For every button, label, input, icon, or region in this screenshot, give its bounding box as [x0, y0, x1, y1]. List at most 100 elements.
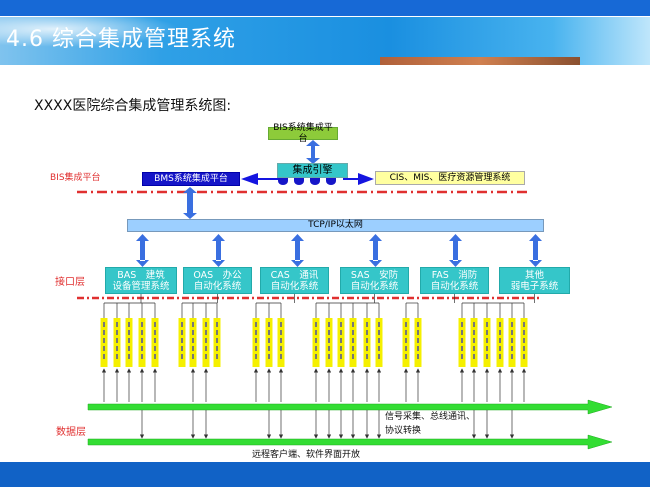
- strip-text: [473, 346, 475, 351]
- strip-text: [417, 322, 419, 327]
- bms-platform-box: BMS系统集成平台: [142, 172, 240, 186]
- strip-text: [405, 346, 407, 351]
- strip-text: [280, 330, 282, 335]
- strip-text: [328, 346, 330, 351]
- strip-text: [315, 346, 317, 351]
- strip-text: [141, 354, 143, 359]
- module-name: CAS 通讯: [270, 269, 319, 281]
- strip-text: [205, 330, 207, 335]
- strip-text: [511, 322, 513, 327]
- strip-text: [511, 330, 513, 335]
- strip-text: [473, 338, 475, 343]
- strip-text: [181, 346, 183, 351]
- strip-text: [280, 346, 282, 351]
- strip-text: [499, 338, 501, 343]
- header-banner: [0, 17, 650, 65]
- layer-label-data: 数据层: [56, 427, 86, 438]
- strip-text: [141, 338, 143, 343]
- diagram-title: XXXX医院综合集成管理系统图:: [34, 98, 232, 114]
- strip-text: [523, 322, 525, 327]
- strip-text: [205, 354, 207, 359]
- strip-text: [523, 338, 525, 343]
- bus-signal-label-1: 信号采集、总线通讯、: [385, 412, 476, 422]
- strip-text: [473, 354, 475, 359]
- strip-text: [280, 354, 282, 359]
- strip-text: [216, 354, 218, 359]
- strip-text: [405, 338, 407, 343]
- strip-text: [486, 322, 488, 327]
- module-desc: 自动化系统: [193, 280, 242, 292]
- strip-text: [181, 330, 183, 335]
- strip-text: [315, 322, 317, 327]
- arrow-to-external: [343, 173, 374, 185]
- strip-text: [352, 322, 354, 327]
- strip-text: [352, 330, 354, 335]
- strip-text: [255, 346, 257, 351]
- strip-text: [216, 322, 218, 327]
- bis-engine-arrow: [306, 140, 320, 164]
- strip-text: [315, 354, 317, 359]
- strip-text: [255, 330, 257, 335]
- strip-text: [205, 338, 207, 343]
- strip-text: [486, 346, 488, 351]
- strip-text: [405, 354, 407, 359]
- bis-platform-box: BIS系统集成平台: [268, 123, 338, 144]
- strip-text: [417, 346, 419, 351]
- strip-text: [141, 346, 143, 351]
- bottom-bar: [0, 462, 650, 487]
- module-name: BAS 建筑: [117, 269, 165, 281]
- strip-text: [511, 338, 513, 343]
- module-name: 其他: [524, 269, 544, 281]
- tcp-ip-network-bar: TCP/IP以太网: [127, 219, 544, 232]
- strip-text: [154, 322, 156, 327]
- strip-text: [315, 330, 317, 335]
- strip-text: [141, 330, 143, 335]
- strip-text: [511, 346, 513, 351]
- strip-text: [192, 338, 194, 343]
- top-bar: [0, 0, 650, 16]
- module-desc: 弱电子系统: [510, 280, 559, 292]
- strip-text: [486, 354, 488, 359]
- strip-text: [473, 330, 475, 335]
- module-network-arrow: [212, 234, 225, 267]
- module-network-arrow: [136, 234, 149, 267]
- layer-label-platform: BIS集成平台: [50, 173, 101, 183]
- strip-text: [154, 346, 156, 351]
- strip-text: [268, 330, 270, 335]
- strip-text: [366, 346, 368, 351]
- strip-text: [473, 322, 475, 327]
- strip-text: [268, 346, 270, 351]
- strip-text: [103, 322, 105, 327]
- strip-text: [366, 338, 368, 343]
- strip-text: [417, 338, 419, 343]
- strip-text: [417, 354, 419, 359]
- strip-text: [205, 346, 207, 351]
- strip-text: [417, 330, 419, 335]
- module-name: FAS 消防: [431, 269, 478, 281]
- strip-text: [181, 338, 183, 343]
- strip-text: [499, 346, 501, 351]
- strip-text: [154, 354, 156, 359]
- strip-text: [340, 354, 342, 359]
- strip-text: [103, 346, 105, 351]
- strip-text: [216, 338, 218, 343]
- strip-text: [141, 322, 143, 327]
- strip-text: [523, 330, 525, 335]
- strip-text: [340, 338, 342, 343]
- strip-text: [328, 322, 330, 327]
- module-desc: 设备管理系统: [112, 280, 170, 292]
- module-network-arrow: [369, 234, 382, 267]
- strip-text: [181, 354, 183, 359]
- strip-text: [366, 322, 368, 327]
- module-name: SAS 安防: [350, 269, 399, 281]
- strip-text: [154, 338, 156, 343]
- strip-text: [405, 322, 407, 327]
- strip-text: [192, 330, 194, 335]
- strip-text: [205, 322, 207, 327]
- strip-text: [340, 322, 342, 327]
- strip-text: [315, 338, 317, 343]
- bms-network-arrow: [183, 187, 197, 219]
- strip-text: [128, 354, 130, 359]
- strip-text: [499, 354, 501, 359]
